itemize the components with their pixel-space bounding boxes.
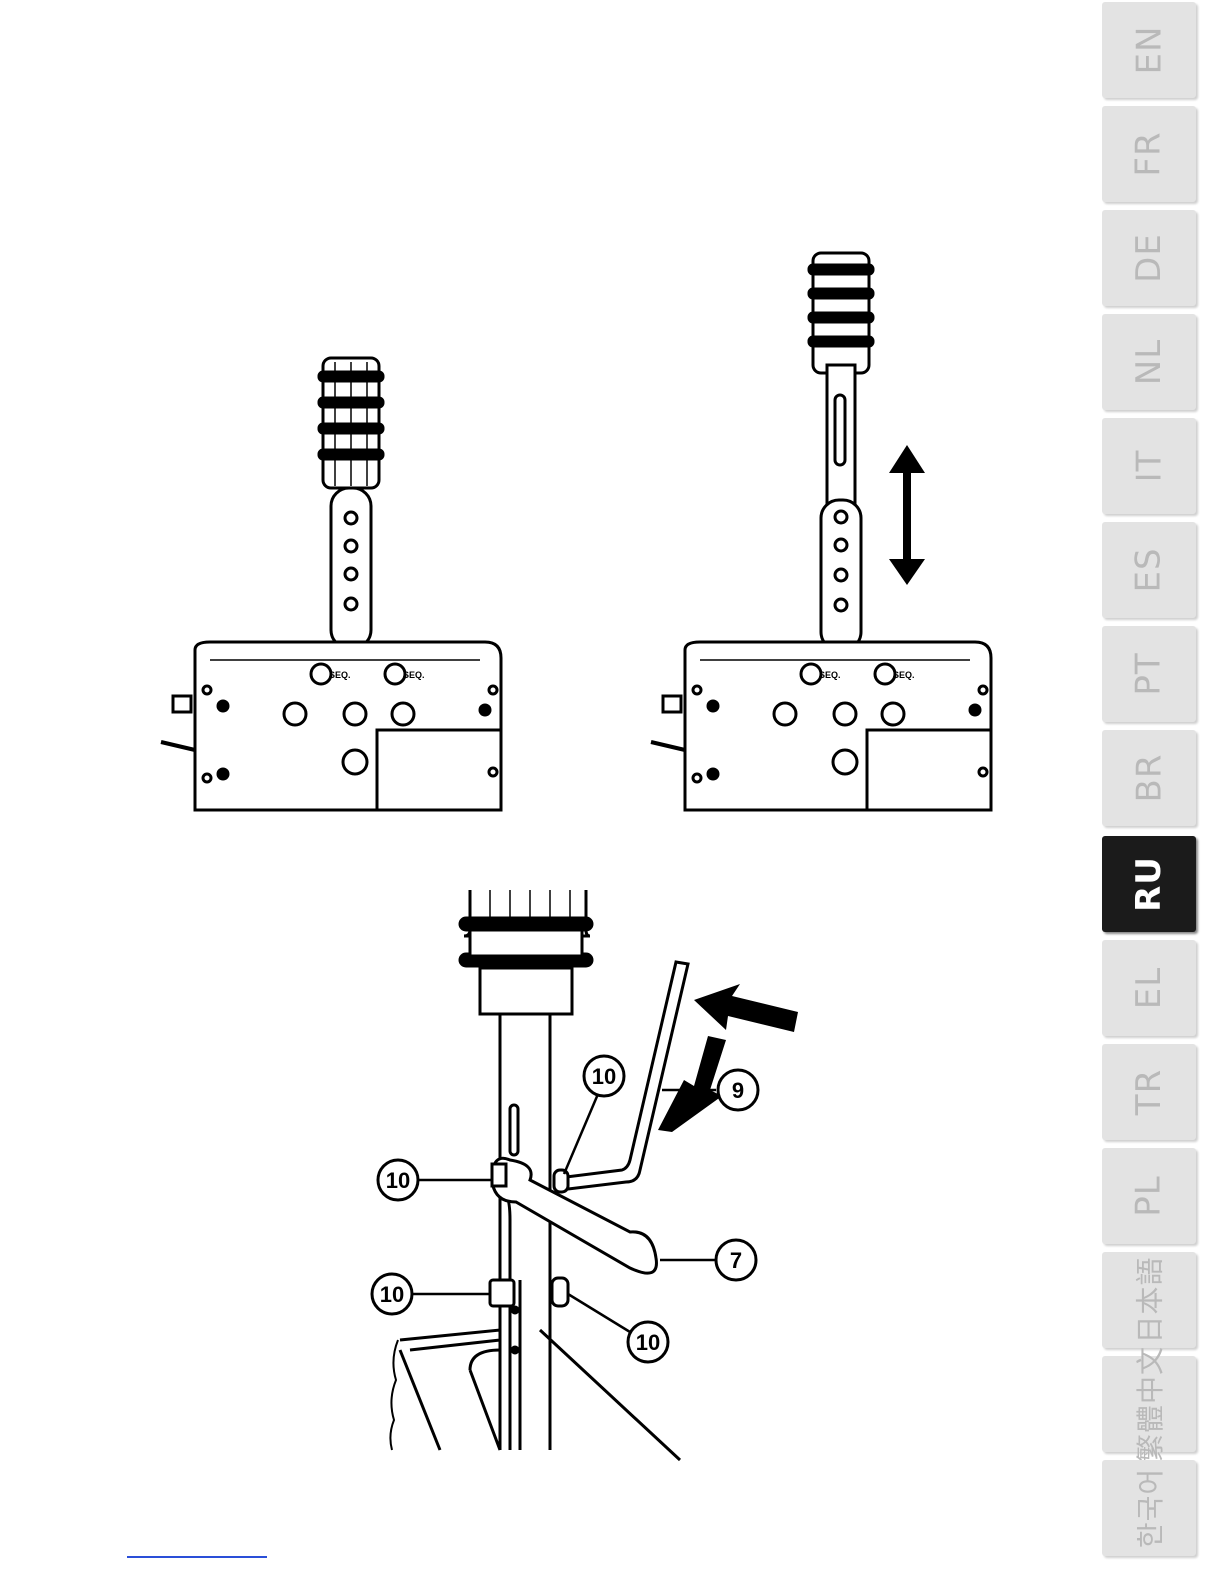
lever-arm	[821, 365, 861, 650]
callout-9: 9	[718, 1070, 758, 1110]
callout-10-left: 10	[378, 1160, 418, 1200]
tab-lang-fr[interactable]: FR	[1102, 106, 1196, 202]
knob	[809, 253, 873, 373]
tab-lang-tr[interactable]: TR	[1102, 1044, 1196, 1140]
tab-lang-es[interactable]: ES	[1102, 522, 1196, 618]
tab-lang-en[interactable]: EN	[1102, 2, 1196, 98]
svg-text:7: 7	[730, 1248, 742, 1273]
callout-10-lower-left: 10	[372, 1274, 412, 1314]
seq-label-1: SEQ.	[329, 670, 351, 680]
callout-7: 7	[716, 1240, 756, 1280]
svg-text:10: 10	[386, 1168, 410, 1193]
tab-lang-pt[interactable]: PT	[1102, 626, 1196, 722]
tab-lang-it[interactable]: IT	[1102, 418, 1196, 514]
shifter-raised-illustration: SEQ. SEQ.	[645, 245, 1015, 820]
knob	[460, 890, 592, 1014]
svg-text:9: 9	[732, 1078, 744, 1103]
tab-lang-ja[interactable]: 日本語	[1102, 1252, 1196, 1348]
svg-text:10: 10	[592, 1064, 616, 1089]
push-direction-arrow-icon	[694, 984, 798, 1032]
lever-arm	[331, 488, 371, 648]
lever-shaft	[500, 1014, 550, 1450]
shifter-base	[161, 642, 501, 810]
language-tabs: EN FR DE NL IT ES PT BR RU EL TR PL 日本語 …	[1098, 0, 1198, 1584]
shifter-lowered-illustration: SEQ. SEQ.	[155, 350, 525, 820]
tab-lang-br[interactable]: BR	[1102, 730, 1196, 826]
seq-label-1: SEQ.	[819, 670, 841, 680]
tab-lang-ko[interactable]: 한국어	[1102, 1460, 1196, 1556]
callout-10-top: 10	[584, 1056, 624, 1096]
lever-adjustment-closeup: 10 9 10 7 10 10	[360, 890, 800, 1470]
tab-lang-ru[interactable]: RU	[1102, 836, 1196, 932]
tab-lang-nl[interactable]: NL	[1102, 314, 1196, 410]
seq-label-2: SEQ.	[403, 670, 425, 680]
tab-lang-zh-hant[interactable]: 繁體中文	[1102, 1356, 1196, 1452]
shifter-base	[651, 642, 991, 810]
adjust-height-arrow-icon	[889, 445, 925, 585]
tab-lang-pl[interactable]: PL	[1102, 1148, 1196, 1244]
knob	[319, 358, 383, 488]
svg-text:10: 10	[636, 1330, 660, 1355]
footer-rule	[127, 1556, 267, 1558]
tab-lang-el[interactable]: EL	[1102, 940, 1196, 1036]
svg-text:10: 10	[380, 1282, 404, 1307]
tab-lang-de[interactable]: DE	[1102, 210, 1196, 306]
callout-10-lower-right: 10	[628, 1322, 668, 1362]
seq-label-2: SEQ.	[893, 670, 915, 680]
